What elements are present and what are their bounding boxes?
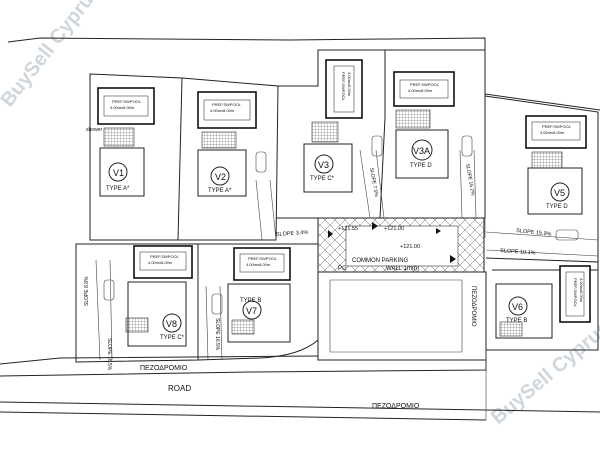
- villa-outline-v3: [303, 143, 353, 193]
- pool-label-v3a: PREF.SWPOOL: [410, 82, 440, 87]
- pool-v6: [559, 265, 591, 323]
- pool-v8: [133, 245, 193, 279]
- villa-type-v3a: TYPE D: [410, 163, 432, 169]
- villa-outline-v6: [495, 283, 553, 339]
- pool-label-v3: PREF.SWPOOL: [341, 72, 346, 102]
- pool-v5: [525, 115, 587, 149]
- level-label-3: +121.00: [400, 244, 420, 250]
- pool-label-v1: PREF.SWPOOL: [112, 99, 142, 104]
- sidewalk-label-top: ΠΕΖΟΔΡΟΜΙΟ: [140, 365, 188, 372]
- pool-label-v8: PREF.SWPOOL: [150, 254, 180, 259]
- villa-outline-v2: [197, 149, 247, 197]
- villa-label-v5: V5: [554, 188, 565, 198]
- villa-type-v1: TYPE A*: [106, 186, 130, 192]
- wall-height-label: WALL 1m(h): [386, 266, 419, 272]
- slope-label-5: SLOPE 10.1%: [500, 248, 536, 256]
- pg-label: PG: [338, 266, 347, 272]
- central-lot: [317, 271, 487, 361]
- road-label: ROAD: [168, 384, 191, 393]
- pool-v2: [197, 91, 257, 129]
- sidewalk-label-bottom: ΠΕΖΟΔΡΟΜΙΟ: [372, 403, 420, 410]
- slope-label-2: SLOPE 7.5%: [368, 167, 379, 198]
- villa-type-v5: TYPE D: [546, 204, 568, 210]
- slope-label-6: SLOPE 8.8%: [84, 276, 90, 306]
- pool-v3a: [393, 71, 455, 107]
- slope-label-3: SLOPE 16.2%: [464, 163, 476, 196]
- pool-label-v7: PREF.SWPOOL: [248, 256, 278, 261]
- pool-size-v8: 4.00mx8.00m: [148, 260, 173, 265]
- villa-outline-v1: [99, 147, 145, 197]
- pool-size-v2: 4.00mx8.00m: [210, 108, 235, 113]
- common-parking-label: COMMON PARKING: [352, 258, 409, 264]
- plot-v5: [484, 95, 599, 271]
- villa-outline-v7: [227, 283, 291, 343]
- pool-label-v5: PREF.SWPOOL: [542, 124, 572, 129]
- pool-v1: [97, 87, 155, 125]
- villa-label-v6: V6: [512, 302, 523, 312]
- villa-label-v3a: V3A: [413, 146, 430, 156]
- pool-size-v5: 4.00mx8.00m: [540, 130, 565, 135]
- villa-outline-v5: [527, 167, 583, 215]
- shower-label: shower: [86, 127, 102, 133]
- sidewalk-label-side: ΠΕΖΟΔΡΟΜΙΟ: [470, 286, 476, 327]
- villa-label-v2: V2: [215, 172, 226, 182]
- pool-v3: [325, 59, 363, 119]
- pool-label-v2: PREF.SWPOOL: [212, 102, 242, 107]
- villa-type-v2: TYPE A*: [208, 188, 232, 194]
- villa-outline-v3a: [395, 129, 449, 179]
- villa-label-v3: V3: [318, 160, 329, 170]
- villa-type-v7: TYPE B: [240, 298, 261, 304]
- pool-v7: [233, 247, 291, 281]
- road-edge-mid: [0, 360, 487, 377]
- plot-v2: [178, 77, 279, 241]
- slope-label-4: SLOPE 15.9%: [516, 228, 552, 238]
- villa-label-v8: V8: [166, 319, 177, 329]
- pool-size-v6: 4.00mx8.00m: [579, 278, 584, 303]
- slope-label-8: SLOPE 16.5%: [214, 318, 220, 351]
- pool-size-v1: 4.00mx8.00m: [110, 105, 135, 110]
- site-boundary: [7, 37, 600, 111]
- slope-label-7: SLOPE 16.5%: [106, 338, 112, 371]
- level-label-1: +121.55: [338, 226, 358, 232]
- villa-type-v3: TYPE C*: [310, 176, 335, 182]
- level-label-2: +121.00: [384, 226, 404, 232]
- villa-type-v8: TYPE C*: [160, 335, 185, 341]
- villa-outline-v8: [127, 281, 187, 347]
- villa-type-v6: TYPE B: [506, 318, 527, 324]
- pool-size-v3: 4.00mx8.00m: [347, 72, 352, 97]
- pool-size-v7: 4.00mx8.00m: [246, 262, 271, 267]
- watermark-top-left: BuySell Cyprus: [0, 0, 105, 111]
- slope-label-1: SLOPE 3.4%: [276, 230, 309, 238]
- villa-label-v7: V7: [246, 306, 257, 316]
- plot-v6: [485, 257, 599, 351]
- pool-size-v3a: 4.00mx8.00m: [408, 88, 433, 93]
- villa-label-v1: V1: [113, 168, 124, 178]
- pool-label-v6: PREF.SWPOOL: [573, 278, 578, 308]
- road-edge-top: [0, 355, 319, 365]
